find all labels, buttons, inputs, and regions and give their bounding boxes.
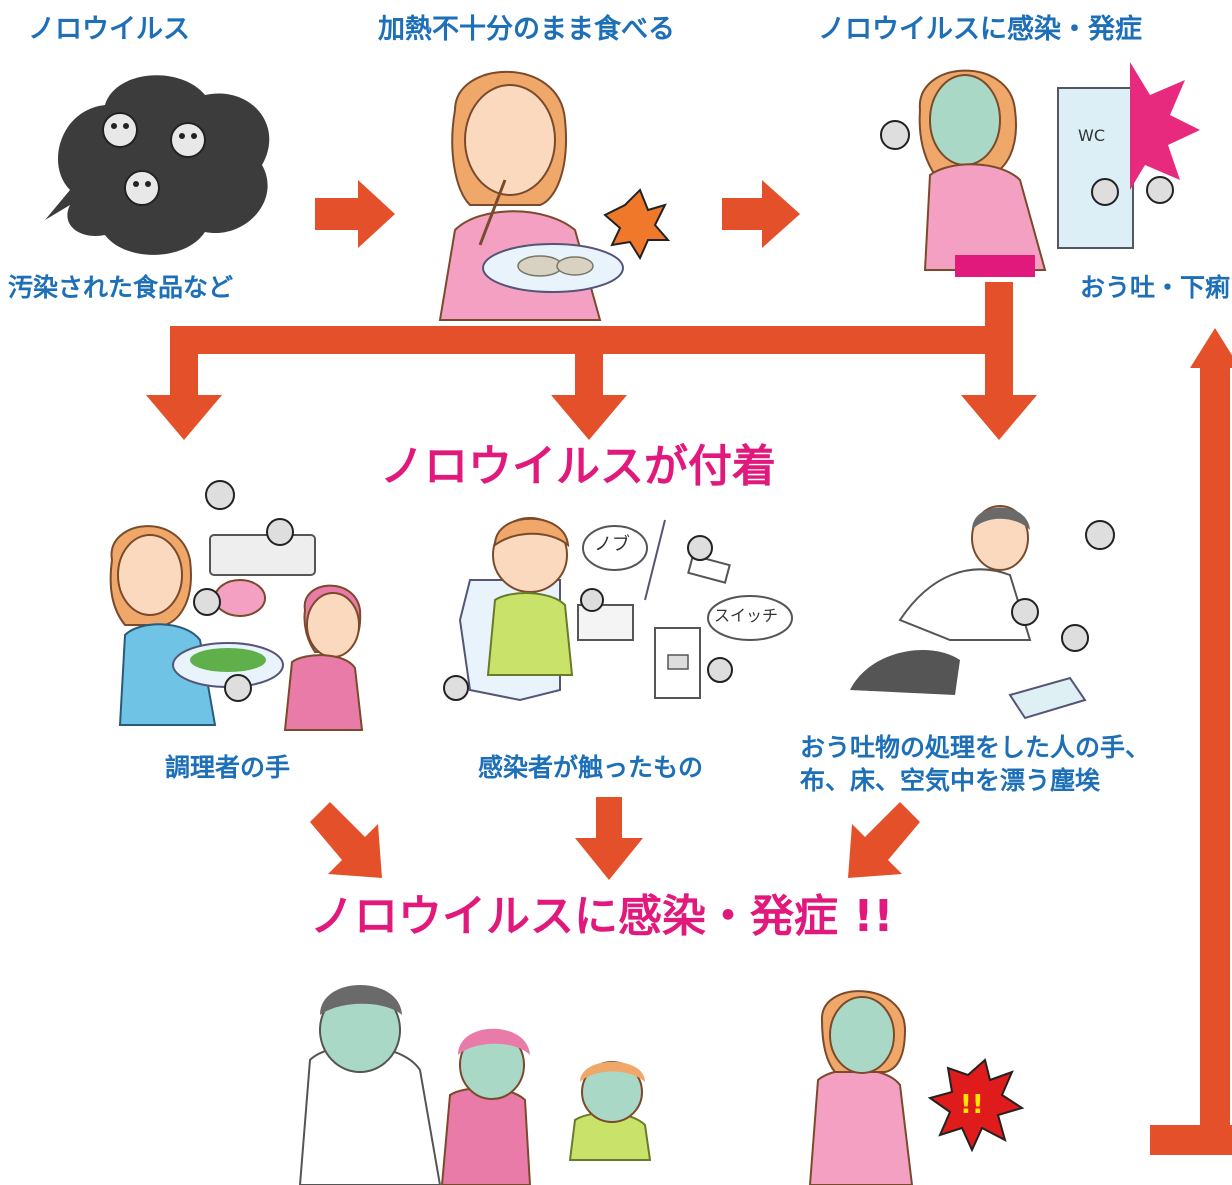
arrow-down-center — [551, 354, 627, 440]
stage1-caption: 汚染された食品など — [8, 273, 234, 302]
virus-cloud-icon — [45, 75, 270, 255]
stage1-title: ノロウイルス — [28, 14, 190, 45]
loop-arrowhead — [1190, 328, 1232, 368]
cook-hands-illustration — [109, 480, 364, 731]
cleaning-man-illustration — [850, 505, 1115, 720]
switch-bubble-text: スイッチ — [714, 606, 779, 625]
touched-objects-caption: 感染者が触ったもの — [478, 753, 704, 782]
alarm-mark: !! — [960, 1090, 984, 1120]
knob-bubble-icon — [582, 525, 648, 571]
woman-eating-illustration — [438, 70, 671, 321]
alarm-burst-icon — [927, 1058, 1025, 1153]
wc-sign: WC — [1078, 126, 1105, 145]
vomit-handling-caption-line1: おう吐物の処理をした人の手、 — [800, 733, 1151, 762]
branch-bar — [170, 326, 1013, 354]
stage3-caption: おう吐・下痢 — [1080, 273, 1231, 302]
loop-vertical — [1200, 360, 1230, 1155]
switch-bubble-icon — [707, 595, 793, 641]
vomit-handling-caption-line2: 布、床、空気中を漂う塵埃 — [800, 766, 1101, 795]
arrow-stage1-to-stage2 — [315, 180, 395, 248]
infection-headline: ノロウイルスに感染・発症 !! — [310, 891, 894, 942]
cook-hands-caption: 調理者の手 — [165, 753, 291, 782]
stage2-title: 加熱不十分のまま食べる — [378, 14, 675, 45]
arrow-down-right — [961, 354, 1037, 440]
stage3-title: ノロウイルスに感染・発症 — [818, 14, 1142, 45]
arrow-diag-right — [848, 802, 920, 878]
attachment-headline: ノロウイルスが付着 — [380, 441, 776, 492]
arrow-down-left — [146, 326, 222, 440]
touched-objects-illustration — [443, 517, 793, 702]
sick-woman-wc-illustration — [880, 62, 1200, 277]
arrow-down-middle — [575, 797, 643, 880]
arrow-diag-left — [310, 802, 382, 878]
knob-bubble-text: ノブ — [594, 534, 630, 555]
sick-family-illustration — [298, 985, 1025, 1185]
arrow-stage2-to-stage3 — [722, 180, 800, 248]
